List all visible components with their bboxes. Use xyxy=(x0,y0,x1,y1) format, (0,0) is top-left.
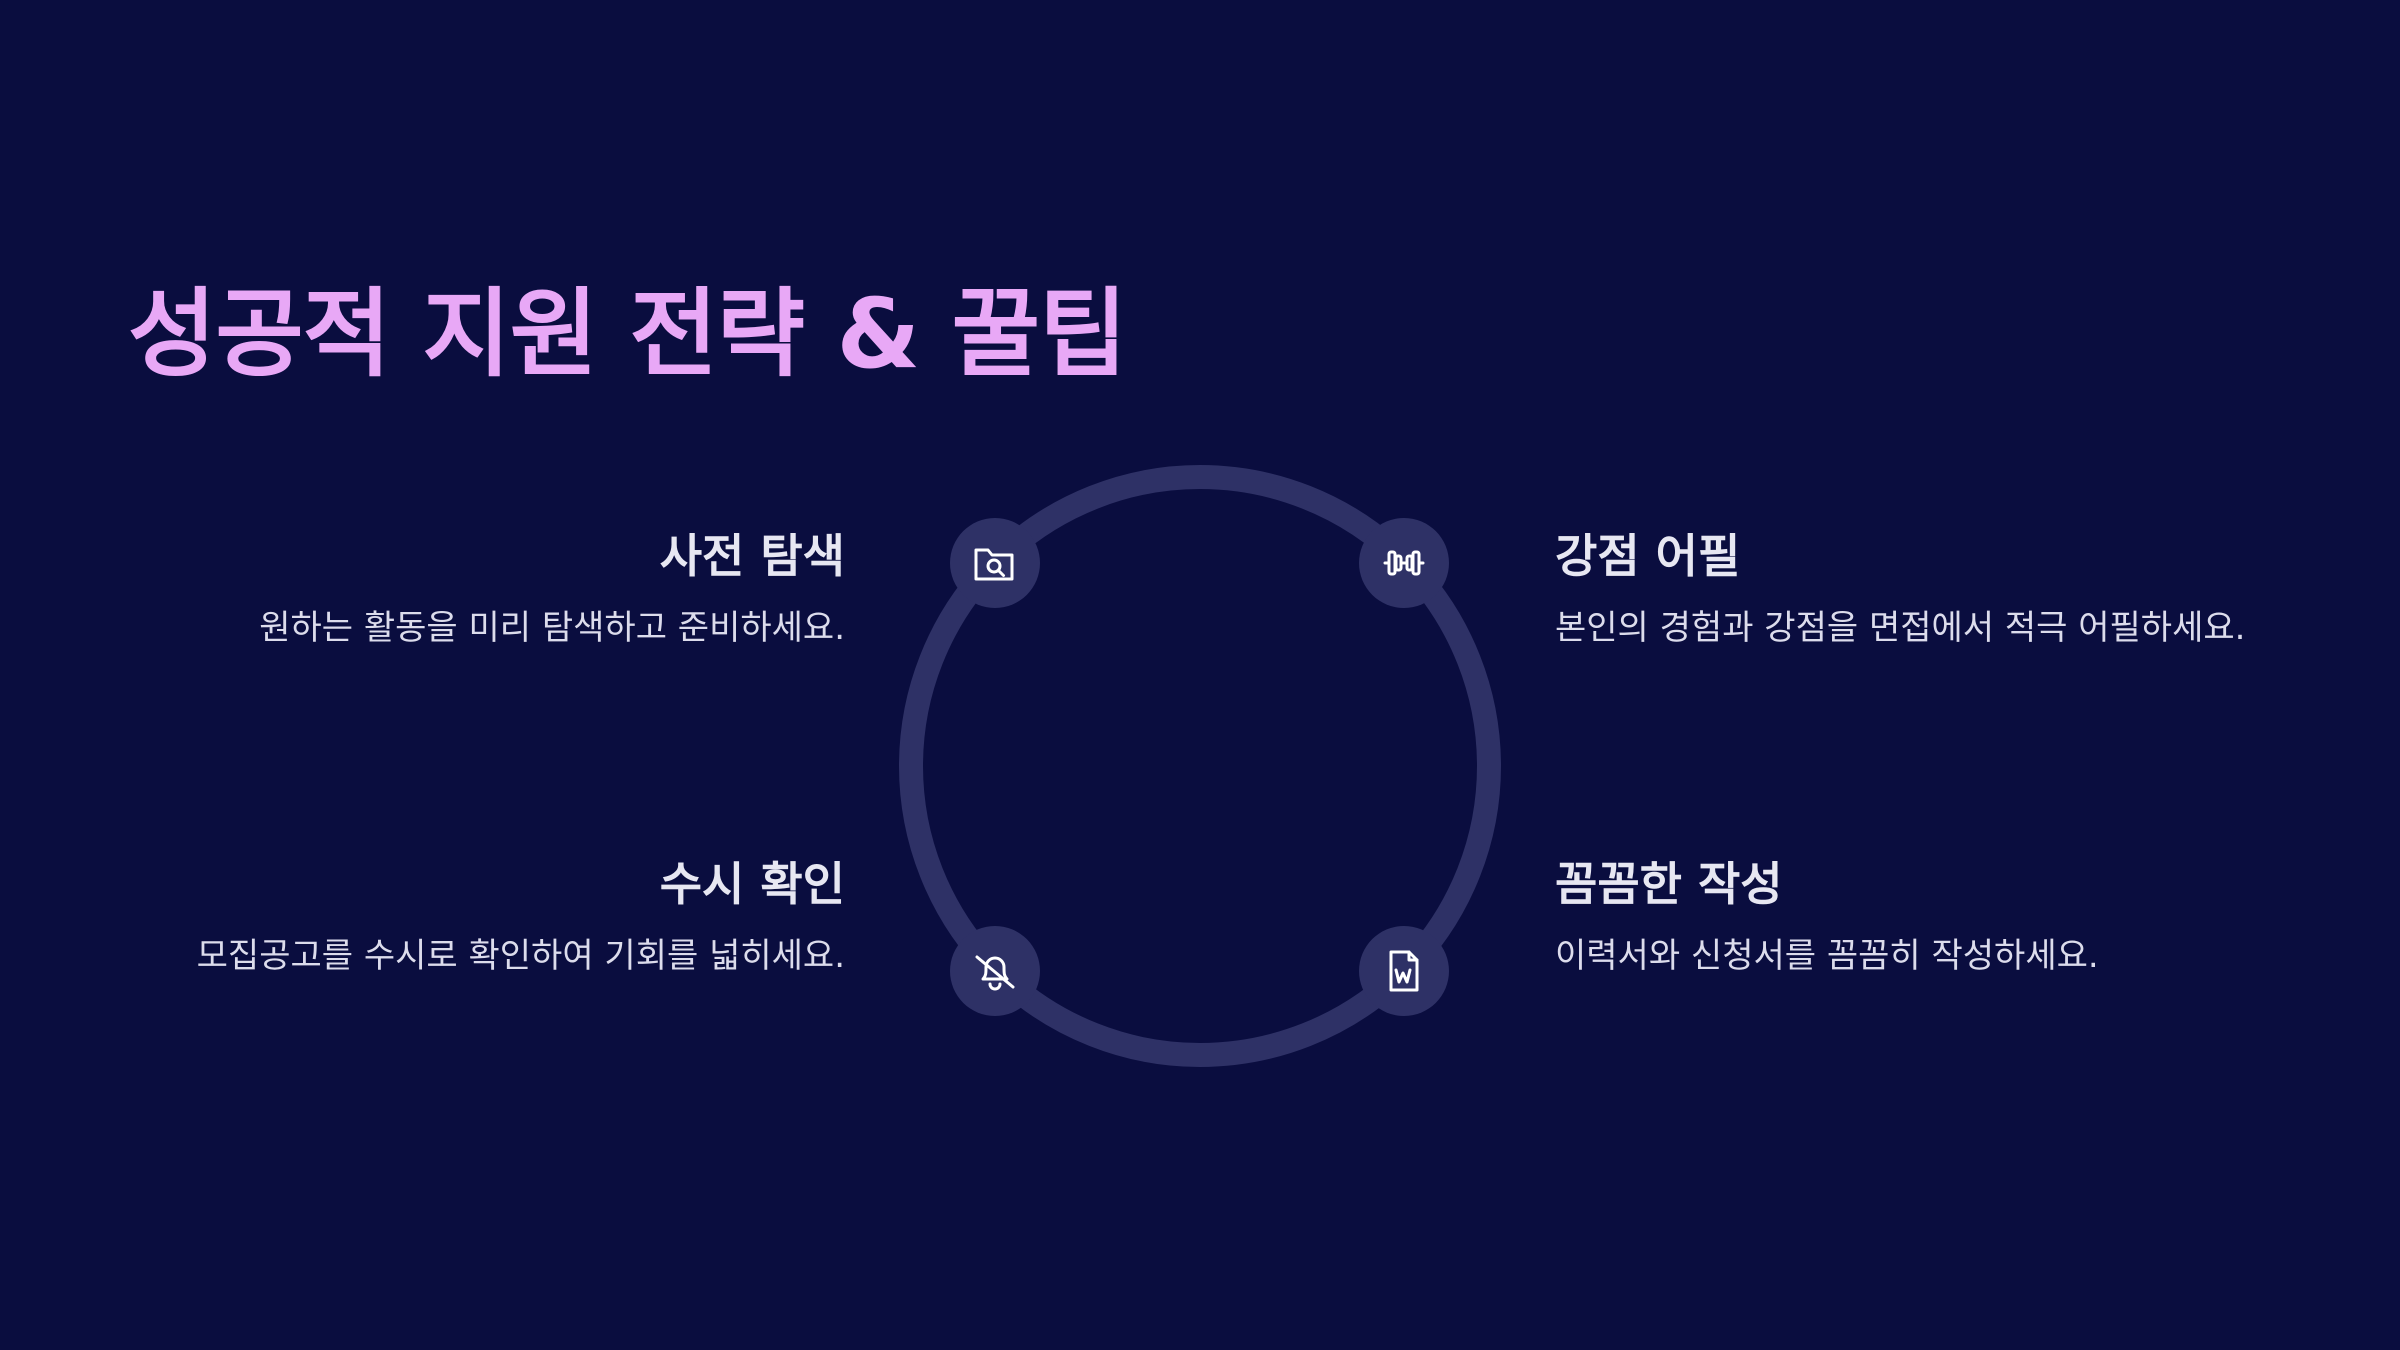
tip-heading: 꼼꼼한 작성 xyxy=(1555,857,1783,911)
cycle-ring xyxy=(899,465,1501,1067)
tip-heading: 강점 어필 xyxy=(1555,529,1741,583)
tip-careful-writing: 꼼꼼한 작성 이력서와 신청서를 꼼꼼히 작성하세요. xyxy=(1555,852,2375,982)
tip-description: 모집공고를 수시로 확인하여 기회를 넓히세요. xyxy=(196,936,845,976)
tip-description: 본인의 경험과 강점을 면접에서 적극 어필하세요. xyxy=(1555,608,2246,648)
tip-heading: 수시 확인 xyxy=(659,857,845,911)
tip-heading: 사전 탐색 xyxy=(659,529,845,583)
bell-off-icon xyxy=(950,926,1040,1016)
tip-frequent-check: 수시 확인 모집공고를 수시로 확인하여 기회를 넓히세요. xyxy=(25,852,845,982)
dumbbell-icon xyxy=(1359,518,1449,608)
tip-strength-appeal: 강점 어필 본인의 경험과 강점을 면접에서 적극 어필하세요. xyxy=(1555,524,2375,654)
tip-preliminary-search: 사전 탐색 원하는 활동을 미리 탐색하고 준비하세요. xyxy=(25,524,845,654)
word-file-icon xyxy=(1359,926,1449,1016)
folder-search-icon xyxy=(950,518,1040,608)
slide-title: 성공적 지원 전략 & 꿀팁 xyxy=(128,278,1127,390)
tip-description: 이력서와 신청서를 꼼꼼히 작성하세요. xyxy=(1555,936,2099,976)
tip-description: 원하는 활동을 미리 탐색하고 준비하세요. xyxy=(259,608,845,648)
